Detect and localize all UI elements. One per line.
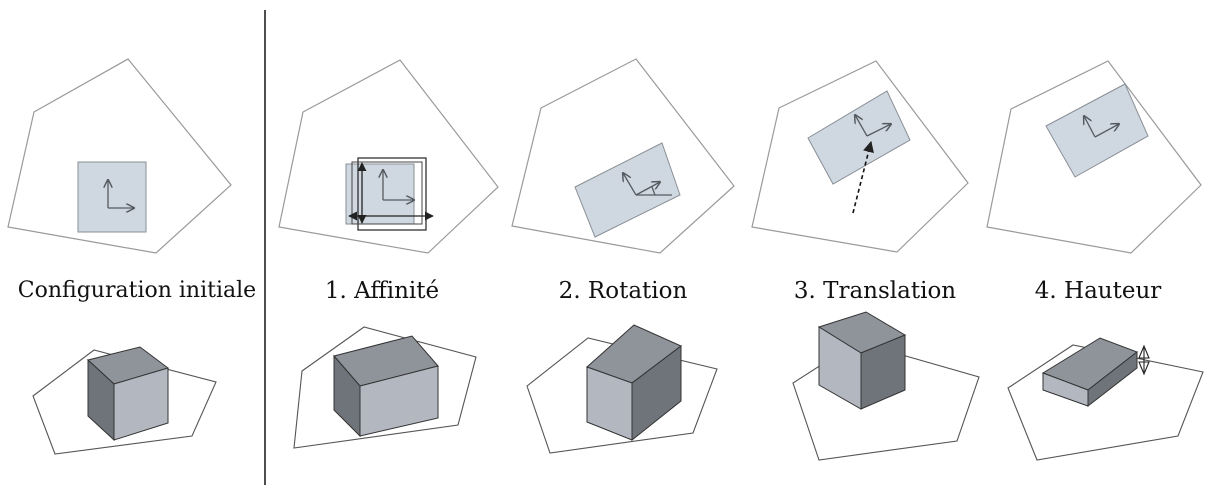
- step-height-label: 4. Hauteur: [1034, 278, 1162, 304]
- rotation-3d-view: [526, 324, 718, 454]
- initial-3d-view: [32, 346, 217, 455]
- axes-icon: [855, 115, 891, 137]
- scaled-footprint-frame-2: [351, 161, 423, 225]
- translation-3d-view: [792, 311, 980, 461]
- parcel-outline-3d: [1007, 344, 1204, 461]
- parcel-outline-3d: [293, 326, 477, 449]
- axes-icon: [623, 173, 672, 196]
- parcel-outline: [986, 60, 1202, 254]
- parcel-outline: [7, 58, 232, 254]
- parcel-outline-3d: [32, 349, 217, 455]
- building-footprint: [1045, 83, 1149, 178]
- initial-configuration: [7, 58, 232, 254]
- box-side: [631, 344, 682, 442]
- axes-icon: [108, 180, 134, 208]
- building-footprint: [345, 163, 415, 225]
- box-front: [113, 367, 169, 441]
- height-arrow-icon: [1138, 344, 1150, 376]
- axes-icon: [383, 170, 414, 200]
- translation-arrow: [852, 140, 874, 214]
- step-translation-label: 3. Translation: [793, 278, 957, 304]
- step-height: [986, 60, 1202, 254]
- parcel-outline: [511, 58, 735, 254]
- step-translation: [751, 60, 969, 253]
- parcel-outline: [751, 60, 969, 253]
- affinity-3d-view: [293, 326, 477, 449]
- initial-configuration-label: Configuration initiale: [17, 278, 257, 303]
- box-side: [860, 334, 906, 410]
- parcel-outline: [278, 59, 499, 254]
- step-rotation: [511, 58, 735, 254]
- parcel-outline-3d: [526, 337, 718, 454]
- axes-icon: [1084, 116, 1119, 138]
- step-affinity-label: 1. Affinité: [324, 278, 440, 304]
- step-rotation-label: 2. Rotation: [558, 278, 688, 304]
- building-footprint: [807, 90, 911, 185]
- scale-arrows-icon: [348, 162, 434, 224]
- building-footprint: [574, 142, 681, 238]
- building-footprint: [77, 161, 147, 233]
- step-affinity: [278, 59, 499, 254]
- box-front: [359, 365, 439, 437]
- height-3d-view: [1007, 337, 1204, 461]
- box-side: [1087, 350, 1138, 408]
